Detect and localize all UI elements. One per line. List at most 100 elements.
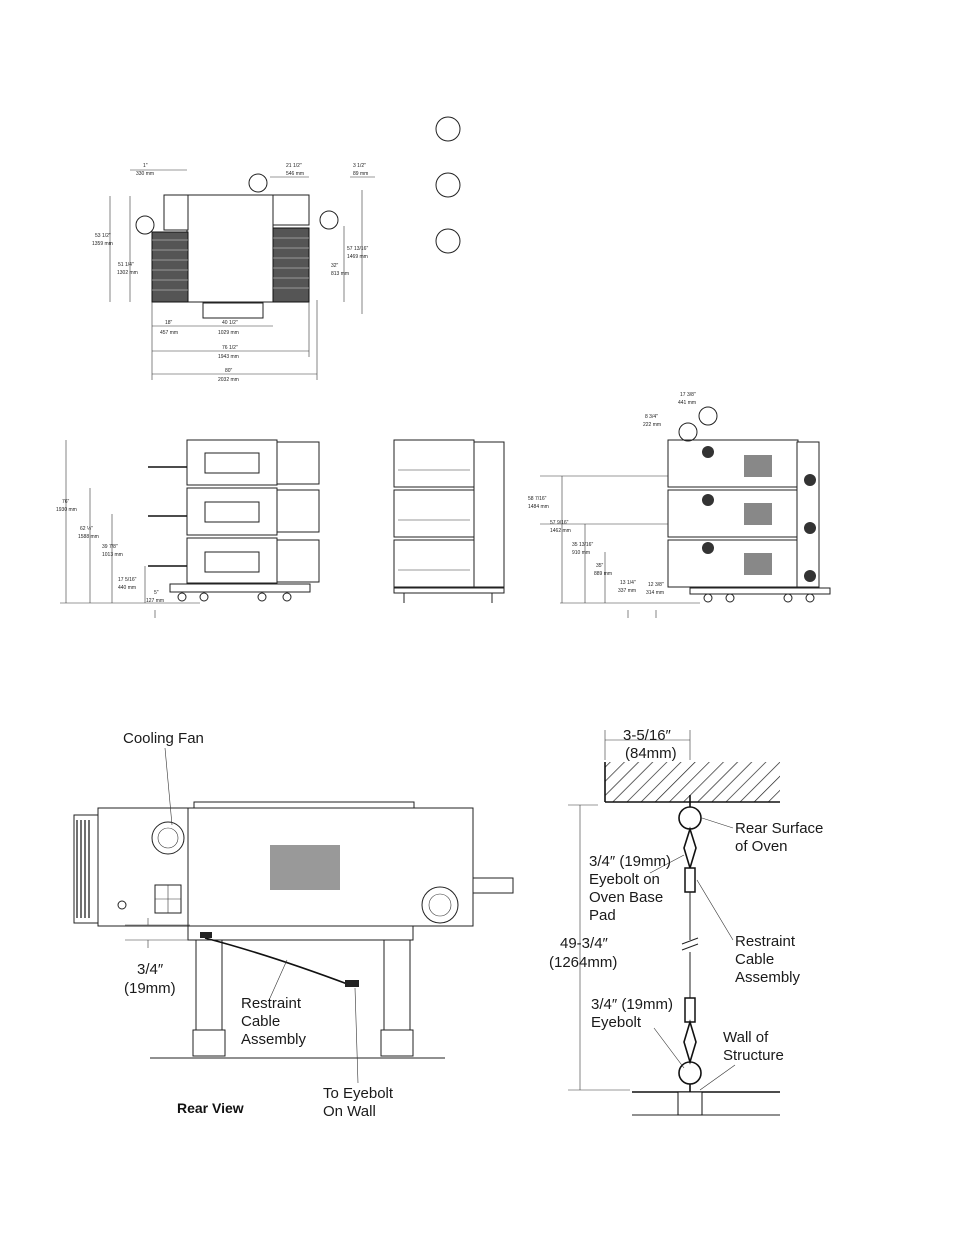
side-dim-35: 35 13/16" — [572, 542, 593, 548]
legend-circle-3 — [435, 228, 461, 254]
label-wall-2: Structure — [723, 1047, 784, 1064]
legend-circles — [435, 116, 461, 254]
label-detail-restraint-1: Restraint — [735, 933, 796, 950]
side-dim-58-mm: 1484 mm — [528, 504, 549, 510]
side-dim-17: 17 3/8" — [680, 392, 696, 398]
label-rear-surface-2: of Oven — [735, 838, 788, 855]
front-dim-39-mm: 1013 mm — [102, 552, 123, 558]
side-vent-middle — [744, 503, 772, 525]
legend-circle-2 — [435, 172, 461, 198]
front-dim-17: 17 5/16" — [118, 577, 137, 583]
detail-eyebolt-top — [678, 806, 702, 830]
top-view-right-conveyor — [272, 227, 310, 303]
side-dim-12: 12 3/8" — [648, 582, 664, 588]
front-dim-62-mm: 1588 mm — [78, 534, 99, 540]
label-gap-mm: (19mm) — [124, 980, 176, 997]
legend-circle-1 — [435, 116, 461, 142]
dim-53-5: 53 1/2" — [95, 233, 111, 239]
dim-57-13-mm: 1469 mm — [347, 254, 368, 260]
rear-restraint-cable — [204, 937, 351, 986]
front-view: 76" 1930 mm 62 ½" 1588 mm 39 7/8" 1013 m… — [56, 439, 320, 618]
label-detail-dim-top-in: 3-5/16″ — [623, 727, 672, 744]
dim-40-5: 40 1/2" — [222, 320, 238, 326]
label-height-mm: (1264mm) — [549, 954, 617, 971]
dim-80-mm: 2032 mm — [218, 377, 239, 383]
rear-view: Cooling Fan 3/4″ (19mm) Restraint Cable … — [73, 730, 514, 1120]
detail-oven-rear-surface — [605, 762, 780, 802]
dim-51-25: 51 1/4" — [118, 262, 134, 268]
label-rear-restraint-1: Restraint — [241, 995, 302, 1012]
dim-21-5: 21 1/2" — [286, 163, 302, 169]
front-window-middle — [204, 501, 260, 523]
front-dim-76: 76" — [62, 499, 70, 505]
rear-vent-grille — [270, 845, 340, 890]
dim-32-mm: 813 mm — [331, 271, 349, 277]
label-wall-1: Wall of — [723, 1029, 769, 1046]
dim-18: 18" — [165, 320, 173, 326]
dim-3-5: 3 1/2" — [353, 163, 366, 169]
label-eyebolt-base-3: Oven Base — [589, 889, 663, 906]
top-view-left-housing — [163, 194, 189, 231]
label-rear-restraint-3: Assembly — [241, 1031, 307, 1048]
front-window-bottom — [204, 551, 260, 573]
front-dim-62: 62 ½" — [80, 525, 93, 532]
label-eyebolt-base-4: Pad — [589, 907, 616, 924]
label-rear-surface-1: Rear Surface — [735, 820, 823, 837]
label-cooling-fan: Cooling Fan — [123, 730, 204, 747]
label-detail-restraint-3: Assembly — [735, 969, 801, 986]
side-dim-57-mm: 1462 mm — [550, 528, 571, 534]
label-detail-dim-top-mm: (84mm) — [625, 745, 677, 762]
cooling-fan-left — [151, 821, 185, 855]
dim-40-5-mm: 1029 mm — [218, 330, 239, 336]
side-dim-57: 57 9/16" — [550, 520, 569, 526]
side-dim-35b-mm: 889 mm — [594, 571, 612, 577]
side-view: 17 3/8" 441 mm 8 3/4" 222 mm 58 7/16" 14… — [528, 392, 831, 618]
dim-80: 80" — [225, 368, 233, 374]
label-rear-view-title: Rear View — [177, 1100, 244, 1116]
dim-76-5-mm: 1943 mm — [218, 354, 239, 360]
front-dim-39: 39 7/8" — [102, 544, 118, 550]
front-window-top — [204, 452, 260, 474]
top-view-callout-a — [248, 173, 268, 193]
label-detail-eyebolt-1: 3/4″ (19mm) — [591, 996, 673, 1013]
side-dim-8: 8 3/4" — [645, 414, 658, 420]
dim-53-5-mm: 1359 mm — [92, 241, 113, 247]
top-view-oven-body — [186, 194, 274, 303]
top-view-right-housing — [272, 194, 310, 226]
label-detail-eyebolt-2: Eyebolt — [591, 1014, 642, 1031]
detail-view: 3-5/16″ (84mm) Rear Surface of Oven 3/4″… — [549, 727, 823, 1116]
label-eyebolt-base-2: Eyebolt on — [589, 871, 660, 888]
side-callout-b — [678, 422, 698, 442]
side-callout-a — [698, 406, 718, 426]
dim-76-5: 76 1/2" — [222, 345, 238, 351]
side-dim-35b: 35" — [596, 563, 604, 569]
label-detail-restraint-2: Cable — [735, 951, 774, 968]
side-dim-58: 58 7/16" — [528, 496, 547, 502]
label-eyebolt-base-1: 3/4″ (19mm) — [589, 853, 671, 870]
side-dim-12-mm: 314 mm — [646, 590, 664, 596]
top-view-callout-b — [135, 215, 155, 235]
side-dim-13: 13 1/4" — [620, 580, 636, 586]
dim-21-5-mm: 546 mm — [286, 171, 304, 177]
label-to-eyebolt-2: On Wall — [323, 1103, 376, 1120]
top-view-callout-c — [319, 210, 339, 230]
front-dim-5: 5" — [154, 590, 159, 596]
cooling-fan-right — [421, 886, 459, 924]
side-vent-top — [744, 455, 772, 477]
dim-57-13: 57 13/16" — [347, 246, 368, 252]
top-view: 1" 330 mm 21 1/2" 546 mm 3 1/2" 89 mm 53… — [92, 163, 375, 383]
side-dim-17-mm: 441 mm — [678, 400, 696, 406]
dim-1in: 1" — [143, 163, 148, 169]
dim-18-mm: 457 mm — [160, 330, 178, 336]
front-dim-17-mm: 440 mm — [118, 585, 136, 591]
dim-1in-mm: 330 mm — [136, 171, 154, 177]
label-to-eyebolt-1: To Eyebolt — [323, 1085, 394, 1102]
label-rear-restraint-2: Cable — [241, 1013, 280, 1030]
dim-3-5-mm: 89 mm — [353, 171, 368, 177]
side-dim-8-mm: 222 mm — [643, 422, 661, 428]
front-dim-76-mm: 1930 mm — [56, 507, 77, 513]
top-view-door-handle — [202, 302, 264, 319]
front-dim-5-mm: 127 mm — [146, 598, 164, 604]
label-height-in: 49-3/4″ — [560, 935, 609, 952]
